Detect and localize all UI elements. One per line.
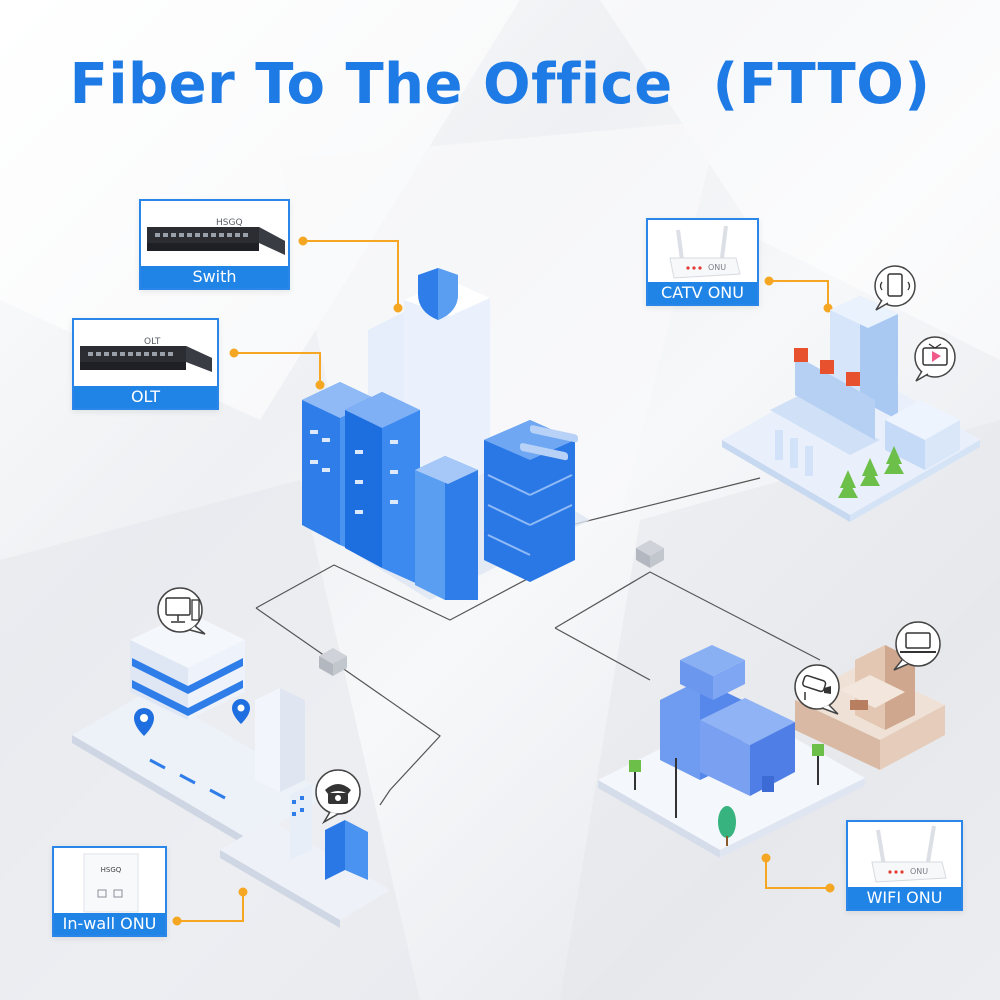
- wifi-onu-label: WIFI ONU: [848, 887, 961, 909]
- wifi-onu-device-card: ONU WIFI ONU: [846, 820, 963, 911]
- laptop-icon: [893, 621, 941, 671]
- network-links: [255, 477, 821, 806]
- telephone-icon: [315, 769, 361, 825]
- catv-onu-device-card: ONU CATV ONU: [646, 218, 759, 306]
- device-connectors: [172, 236, 835, 926]
- catv-office-block: [722, 296, 980, 522]
- wifi-office-block: [598, 645, 945, 858]
- olt-label: OLT: [74, 386, 217, 408]
- cctv-camera-icon: [794, 664, 840, 715]
- page-title: Fiber To The Office (FTTO): [69, 52, 931, 117]
- junction-node: [636, 540, 664, 568]
- inwall-onu-brand-text: HSGQ: [101, 866, 122, 874]
- catv-onu-device-image: ONU: [669, 225, 741, 279]
- inwall-onu-device-image: HSGQ: [83, 853, 139, 913]
- shield-icon: [418, 268, 458, 320]
- wifi-onu-device-image: ONU: [871, 825, 947, 883]
- catv-onu-brand-text: ONU: [708, 263, 726, 272]
- inwall-onu-label: In-wall ONU: [54, 913, 165, 935]
- tv-play-icon: [914, 336, 956, 382]
- central-data-center: [300, 280, 590, 600]
- switch-device-card: HSGQ Swith: [139, 199, 290, 290]
- switch-device-image: HSGQ: [147, 218, 285, 255]
- junction-node: [319, 648, 347, 676]
- monitor-icon: [157, 587, 206, 635]
- inwall-onu-device-card: HSGQ In-wall ONU: [52, 846, 167, 937]
- inwall-office-block: [72, 612, 390, 928]
- olt-device-card: OLT OLT: [72, 318, 219, 410]
- olt-device-image: OLT: [80, 337, 212, 372]
- olt-brand-text: OLT: [144, 337, 161, 347]
- catv-onu-label: CATV ONU: [648, 282, 757, 304]
- switch-brand-text: HSGQ: [216, 218, 243, 228]
- switch-label: Swith: [141, 266, 288, 288]
- wifi-onu-brand-text: ONU: [910, 867, 928, 876]
- smartphone-icon: [874, 265, 916, 311]
